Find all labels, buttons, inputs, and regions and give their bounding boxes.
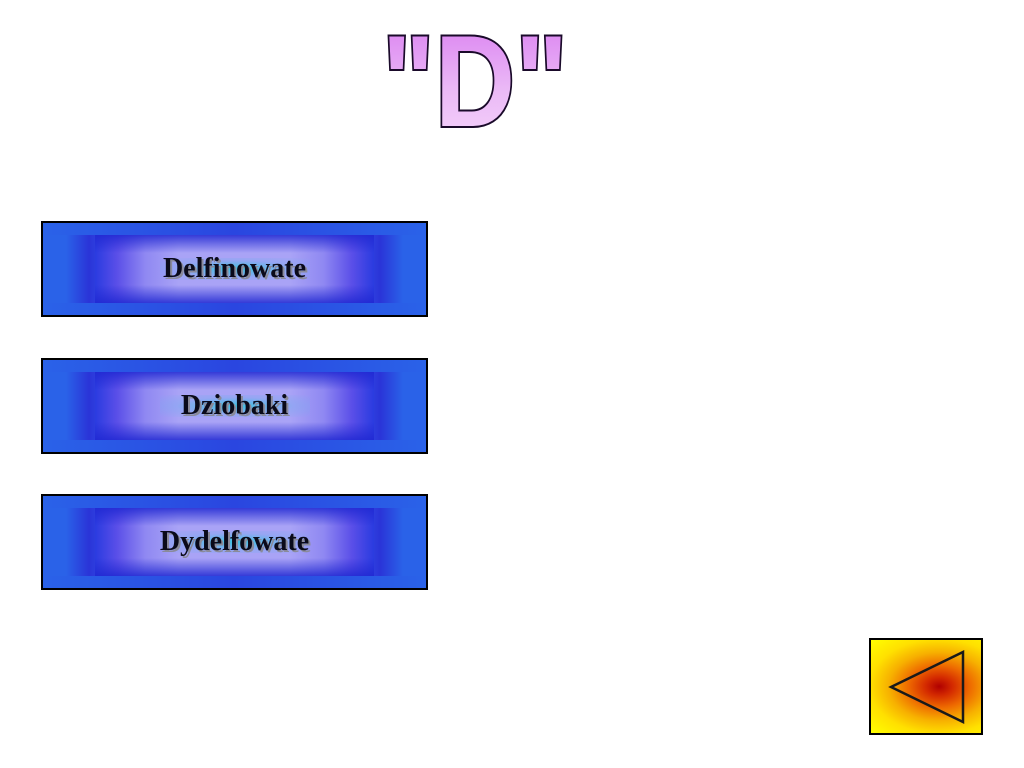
button-band-top <box>43 496 426 508</box>
back-button[interactable] <box>869 638 983 735</box>
button-band-top <box>43 360 426 372</box>
button-band-bottom <box>43 576 426 588</box>
button-inner-panel <box>95 372 374 440</box>
menu-button-dziobaki[interactable]: Dziobaki <box>41 358 428 454</box>
title-graphic: "D" <box>380 18 570 138</box>
menu-button-dydelfowate[interactable]: Dydelfowate <box>41 494 428 590</box>
button-band-top <box>43 223 426 235</box>
button-inner-panel <box>95 235 374 303</box>
button-glow <box>159 531 310 553</box>
button-inner-panel <box>95 508 374 576</box>
button-glow <box>159 395 310 417</box>
page-title: "D" <box>380 18 570 138</box>
page-title-text: "D" <box>382 18 568 138</box>
button-band-bottom <box>43 440 426 452</box>
menu-button-label: Dziobaki <box>180 390 289 421</box>
button-band-bottom <box>43 303 426 315</box>
menu-button-label: Dydelfowate <box>159 526 310 557</box>
menu-button-label: Delfinowate <box>162 253 307 284</box>
button-glow <box>159 258 310 280</box>
triangle-left-icon <box>888 650 965 724</box>
menu-button-delfinowate[interactable]: Delfinowate <box>41 221 428 317</box>
